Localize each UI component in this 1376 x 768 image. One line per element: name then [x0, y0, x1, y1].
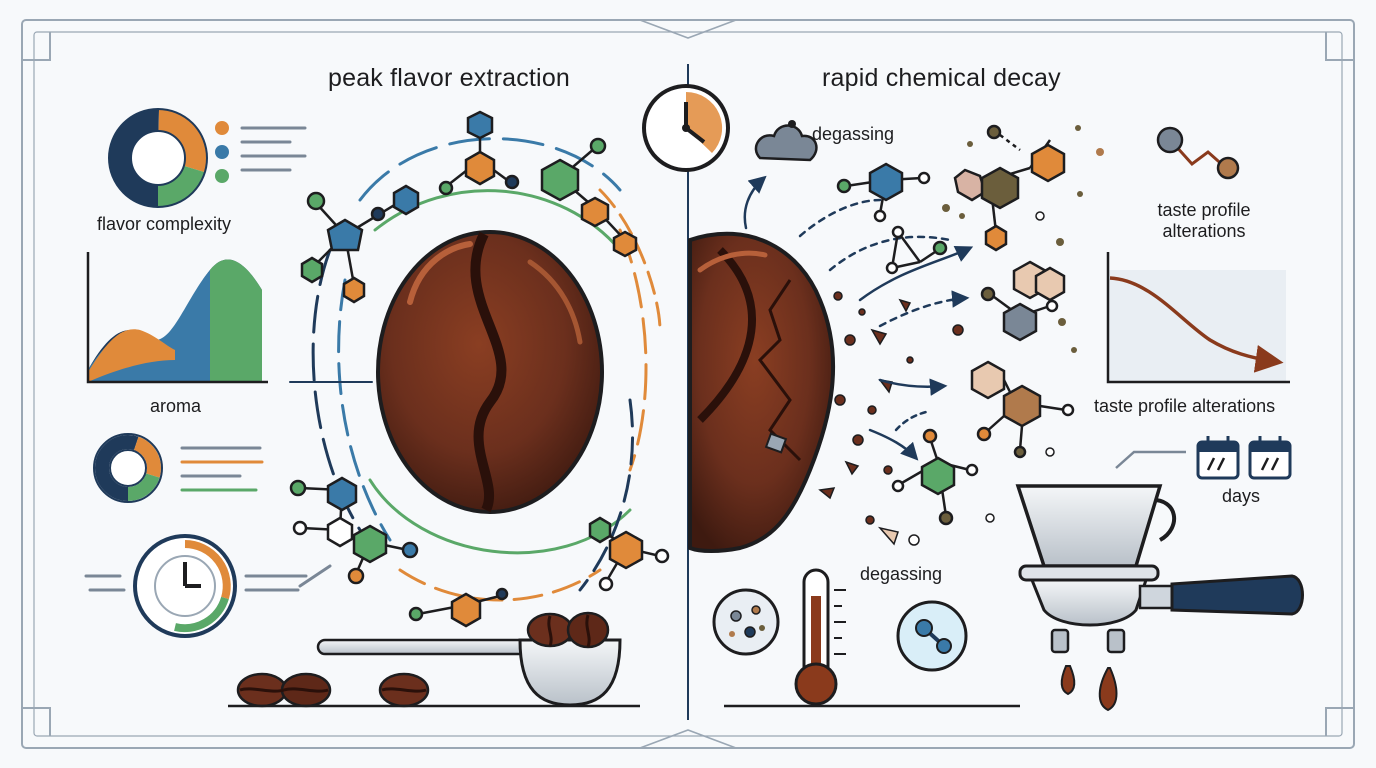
taste-profile-icon [1156, 126, 1240, 180]
donut-chart-icon [108, 108, 208, 208]
decorative-frame [21, 19, 1355, 749]
taste-profile-decline-chart [1106, 252, 1290, 384]
taste-profile-chart-label: taste profile alterations [1094, 396, 1276, 416]
molecule-icon [836, 124, 1075, 526]
crumbling-coffee-bean [688, 231, 836, 553]
taste-profile-label-line1: taste profile [1157, 200, 1251, 220]
molecule-bubble-icon [896, 600, 968, 672]
bean-fragments [818, 291, 964, 546]
petri-dish-icon [712, 588, 780, 656]
taste-profile-label-top: taste profile alterations [1146, 200, 1262, 242]
decay-arrows [743, 175, 974, 461]
scoop-icon [316, 611, 622, 707]
aroma-label: aroma [150, 396, 202, 416]
degassing-label-bottom: degassing [860, 564, 943, 584]
calendar-icon [1196, 436, 1292, 480]
days-label: days [1222, 486, 1261, 506]
coffee-bean [376, 230, 604, 514]
decay-particles [942, 125, 1104, 523]
coffee-beans-row [236, 672, 430, 708]
leader-line [1115, 450, 1186, 469]
left-panel-title: peak flavor extraction [328, 64, 571, 92]
portafilter-icon [1015, 484, 1304, 712]
small-legend [180, 446, 264, 492]
thermometer-icon [794, 568, 846, 706]
taste-profile-label-line2: alterations [1162, 221, 1246, 241]
molecule-icon [289, 110, 670, 628]
aroma-area-chart [86, 252, 268, 384]
cloud-icon [754, 120, 818, 162]
clock-icon [642, 84, 730, 172]
donut-legend [215, 121, 307, 183]
donut-chart-icon [93, 433, 163, 503]
stopwatch-icon [133, 534, 237, 638]
right-panel-title: rapid chemical decay [822, 64, 1061, 92]
degassing-label-top: degassing [812, 124, 895, 144]
speed-lines [84, 564, 332, 592]
flavor-complexity-label: flavor complexity [97, 214, 232, 234]
